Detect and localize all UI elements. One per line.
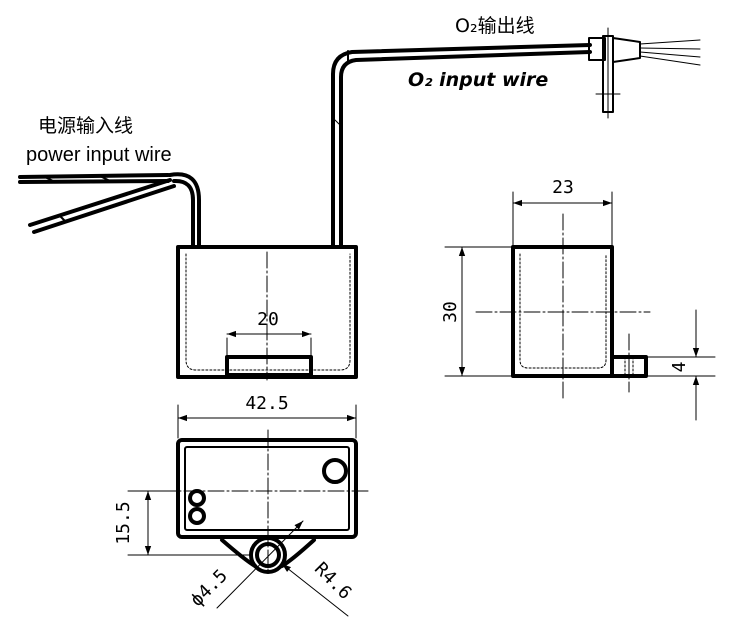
side-width-dimension: 23 [512, 177, 613, 246]
side-height-dimension: 30 [440, 246, 512, 377]
side-width-label: 23 [552, 177, 574, 198]
side-view: 23 30 4 [440, 177, 716, 421]
hole-offset-dimension: 15.5 [113, 490, 251, 556]
power-input-wire-label: 电源输入线 power input wire [26, 115, 172, 166]
body-length-label: 42.5 [245, 393, 288, 414]
o2-wire-label-en: O₂ input wire [408, 69, 548, 91]
power-wire-label-cn: 电源输入线 [38, 115, 133, 137]
body-length-dimension: 42.5 [177, 393, 357, 439]
tab-radius-callout: R4.6 [281, 558, 356, 617]
hole-diameter-label: ϕ4.5 [186, 565, 232, 611]
mounting-hole-large [322, 458, 348, 484]
o2-input-wire [331, 27, 701, 249]
o2-wire-label-cn: O₂输出线 [455, 15, 535, 37]
tab-thickness-label: 4 [669, 362, 690, 373]
front-view: 20 [176, 245, 358, 381]
slot-width-label: 20 [257, 309, 279, 330]
hole-offset-label: 15.5 [113, 501, 134, 544]
power-wire-label-en: power input wire [26, 144, 172, 166]
slot-width-dimension: 20 [226, 309, 312, 358]
tab-radius-label: R4.6 [310, 558, 356, 604]
tab-thickness-dimension: 4 [647, 309, 716, 421]
power-input-wire [18, 172, 201, 249]
o2-input-wire-label: O₂输出线 O₂ input wire [408, 15, 548, 91]
side-height-label: 30 [440, 301, 461, 323]
bottom-view: 42.5 15.5 ϕ4.5 R4.6 [113, 393, 371, 617]
